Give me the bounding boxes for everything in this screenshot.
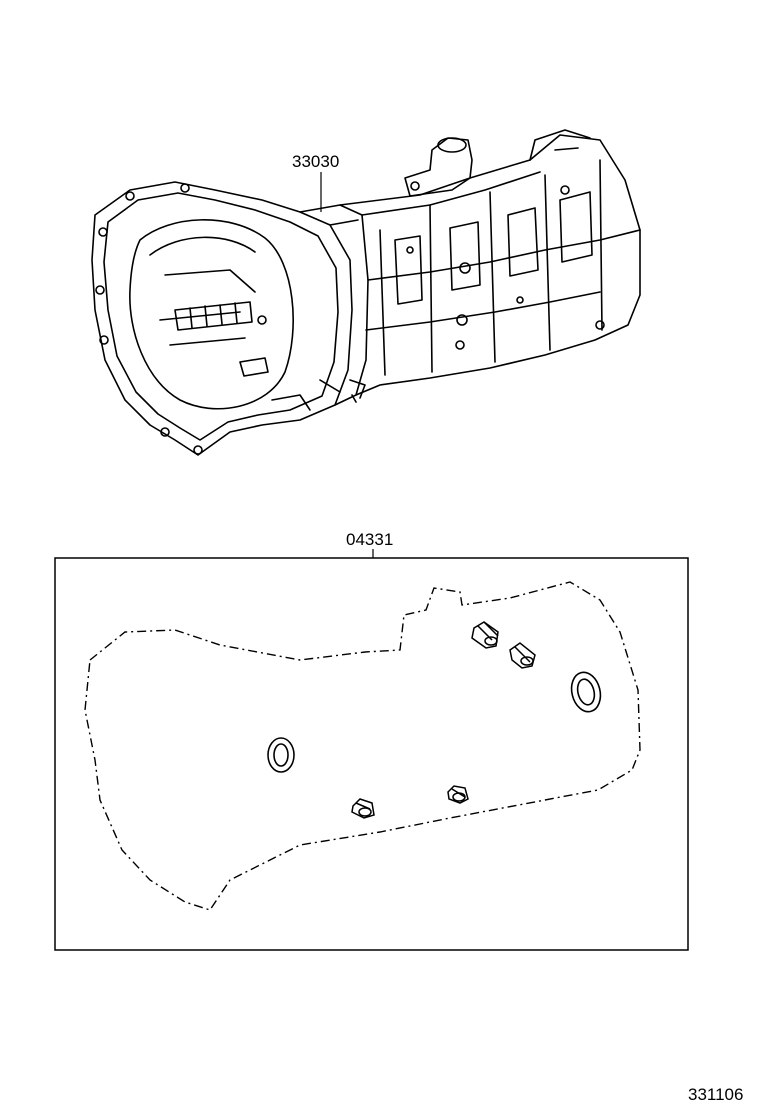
plug-bolt-3 xyxy=(351,798,375,819)
transmission-assembly xyxy=(91,129,641,456)
plug-bolt-1 xyxy=(471,621,499,649)
plug-bolt-2 xyxy=(509,642,536,669)
callout-04331: 04331 xyxy=(346,530,393,558)
callout-33030: 33030 xyxy=(292,152,339,212)
gasket-outline xyxy=(84,581,641,911)
gasket-kit xyxy=(54,557,689,951)
oil-seal-small xyxy=(267,737,295,773)
figure-id: 331106 xyxy=(688,1085,743,1104)
plug-bolt-4 xyxy=(447,785,469,804)
part-number-label: 04331 xyxy=(346,530,393,549)
oil-seal-large xyxy=(570,671,602,713)
part-number-label: 33030 xyxy=(292,152,339,171)
kit-frame xyxy=(54,557,689,951)
